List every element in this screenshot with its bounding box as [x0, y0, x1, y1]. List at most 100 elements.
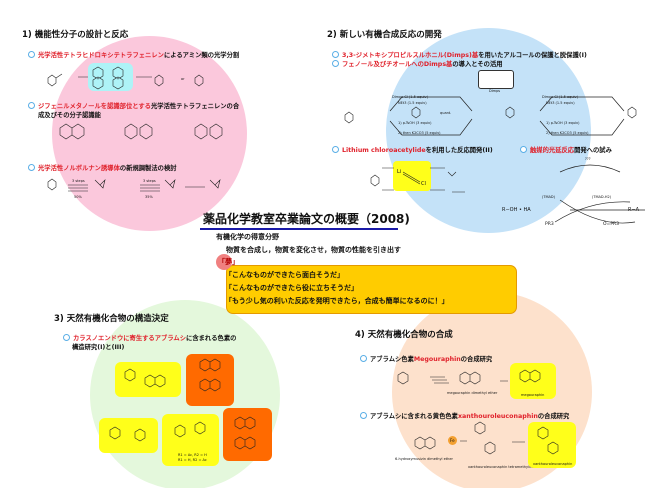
fe-label: Fe	[450, 438, 455, 443]
compound-label: 6-hydroxymusizin dimethyl ether	[395, 457, 453, 461]
compound-label: xanthouroleuconaphin tetramethylether	[468, 465, 539, 469]
compound-label: xanthouroleuconaphin	[533, 462, 573, 466]
bullet-text: を利用した反応開発(II)	[425, 147, 493, 154]
yield-label: 35%	[145, 195, 153, 199]
li-label: Li	[397, 169, 402, 175]
section1-title: 1) 機能性分子の設計と反応	[22, 30, 129, 40]
dream-line: 「こんなものができたら役に立ちそうだ」	[225, 284, 358, 292]
bullet-text: に含まれる色素の	[186, 335, 237, 342]
xanthouroleuconaphin-box: xanthouroleuconaphin	[528, 422, 576, 468]
cl-label: Cl	[421, 181, 426, 187]
dream-box	[226, 265, 517, 314]
bullet-text: によるアミン類の光学分割	[163, 52, 240, 59]
section1-bullet: ジフェニルメタノールを認識部位とする光学活性テトラフェニレンの合	[28, 101, 239, 110]
compound-label: megouraphin	[521, 393, 545, 397]
or-label: or	[181, 77, 185, 81]
yield-label: quant.	[440, 111, 452, 115]
bullet-icon	[28, 51, 35, 58]
section3-bullet: カラスノエンドウに寄生するアブラムシに含まれる色素の	[63, 333, 236, 342]
bullet-text: を用いたアルコールの保護と脱保護(I)	[478, 52, 587, 59]
triple-bond-icon	[402, 171, 421, 185]
reagent-label: 2) then K2CO3 (5 equiv)	[546, 131, 589, 135]
substituent-label: R1 = Ac, R2 = H	[178, 453, 207, 457]
bullet-highlight: Lithium chloroacetylide	[342, 147, 426, 154]
roh-label: R−OH • HA	[502, 207, 531, 213]
reagent-label: 2) then K2CO3 (5 equiv)	[398, 131, 441, 135]
reaction-arrows	[382, 167, 445, 191]
bullet-icon	[360, 412, 367, 419]
dream-line: 「こんなものができたら面白そうだ」	[225, 271, 344, 279]
tmad-label: (TMAD)	[542, 195, 555, 199]
section4-bullet: アブラムシ色素Megouraphinの合成研究	[360, 354, 492, 363]
page-title: 薬品化学教室卒業論文の概要（2008)	[203, 212, 410, 226]
question-label: ???	[585, 157, 591, 161]
bullet-icon	[332, 60, 339, 67]
tagline: 物質を合成し，物質を変化させ，物質の性能を引き出す	[226, 246, 401, 254]
bullet-highlight: ジフェニルメタノールを認識部位とする	[38, 103, 151, 110]
mitsunobu-cycle-arrows	[554, 164, 645, 224]
bullet-text: 光学活性テトラフェニレンの合	[150, 103, 240, 110]
section2-bullet: 3,3-ジメトキシプロピルスルホニル(Dimps)基を用いたアルコールの保護と脱…	[332, 50, 587, 59]
bullet-text: の合成研究	[460, 356, 493, 363]
bullet-highlight: フェノール及びチオールへのDimps基	[342, 61, 453, 68]
section2-title: 2) 新しい有機合成反応の開発	[327, 30, 442, 40]
section4-bullet: アブラムシに含まれる黄色色素xanthouroleuconaphinの合成研究	[360, 411, 569, 420]
reaction-arrows	[389, 96, 625, 136]
bullet-highlight: 光学活性ノルボルナン誘導体	[38, 165, 120, 172]
bullet-icon	[28, 164, 35, 171]
bullet-highlight: カラスノエンドウに寄生するアブラムシ	[73, 335, 187, 342]
steps-label: 3 steps	[72, 179, 85, 183]
bullet-highlight: xanthouroleuconaphin	[457, 413, 538, 420]
bullet-text: アブラムシに含まれる黄色色素	[370, 413, 458, 420]
dream-line: 「もう少し気の利いた反応を発明できたら，合成も簡単になるのに！」	[225, 297, 449, 305]
bullet-text: 開発への試み	[574, 147, 612, 154]
bullet-text-line2: 成及びその分子認識能	[38, 112, 101, 119]
dimps-label: Dimps	[489, 89, 501, 93]
lithium-chloroacetylide-box: Li Cl	[393, 161, 431, 191]
section2-bullet: 触媒的光延反応開発への試み	[520, 145, 612, 154]
pigment-structure-box	[99, 418, 158, 453]
steps-label: 3 steps	[143, 179, 156, 183]
bullet-icon	[28, 102, 35, 109]
yield-label: 50%	[74, 195, 82, 199]
bullet-text: の新規調製法の検討	[119, 165, 177, 172]
bullet-icon	[332, 146, 339, 153]
section1-bullet: 光学活性ノルボルナン誘導体の新規調製法の検討	[28, 163, 177, 172]
pigment-structure-box	[115, 362, 181, 397]
bullet-text: の導入とその活用	[452, 61, 503, 68]
opr3-label: O=PR3	[603, 222, 620, 227]
bullet-highlight: 触媒的光延反応	[530, 147, 575, 154]
tetraphenylene-box	[88, 63, 133, 91]
substituent-label: R1 = H, R2 = Ac	[178, 458, 207, 462]
section2-bg	[386, 28, 591, 233]
section1-bg	[52, 36, 247, 231]
reagent-label: NEt3 (1.5 equiv)	[398, 101, 427, 105]
compound-label: megouraphin dimethyl ether	[447, 391, 498, 395]
pigment-structure-box	[223, 408, 272, 461]
section2-bullet: フェノール及びチオールへのDimps基の導入とその活用	[332, 59, 503, 68]
tmadh-label: (TMAD-H2)	[592, 195, 612, 199]
bullet-text: の合成研究	[537, 413, 570, 420]
dream-badge-bg	[216, 254, 232, 270]
section4-title: 4) 天然有機化合物の合成	[355, 330, 453, 340]
section2-bullet: Lithium chloroacetylideを利用した反応開発(II)	[332, 145, 493, 154]
bullet-icon	[360, 355, 367, 362]
subtitle: 有機化学の得意分野	[216, 233, 279, 241]
section1-bullet: 光学活性テトラヒドロキシテトラフェニレンによるアミン類の光学分割	[28, 50, 239, 59]
pigment-structure-box: R1 = Ac, R2 = H R1 = H, R2 = Ac	[162, 414, 219, 466]
reagent-label: 1) p-TsOH (3 equiv)	[546, 121, 580, 125]
bullet-icon	[63, 334, 70, 341]
dimps-structure-box	[478, 70, 514, 89]
fe-catalyst-badge	[448, 436, 457, 445]
bullet-text-line2: 構造研究(I)と(III)	[72, 344, 125, 351]
bullet-highlight: 光学活性テトラヒドロキシテトラフェニレン	[38, 52, 164, 59]
dream-badge: 「夢」	[218, 258, 239, 266]
reagent-label: 1) p-TsOH (3 equiv)	[398, 121, 432, 125]
pr3-label: PR3	[545, 222, 554, 227]
section3-title: 3) 天然有機化合物の構造決定	[54, 314, 169, 324]
title-underline	[200, 228, 398, 230]
bullet-icon	[520, 146, 527, 153]
bullet-text: アブラムシ色素	[370, 356, 414, 363]
